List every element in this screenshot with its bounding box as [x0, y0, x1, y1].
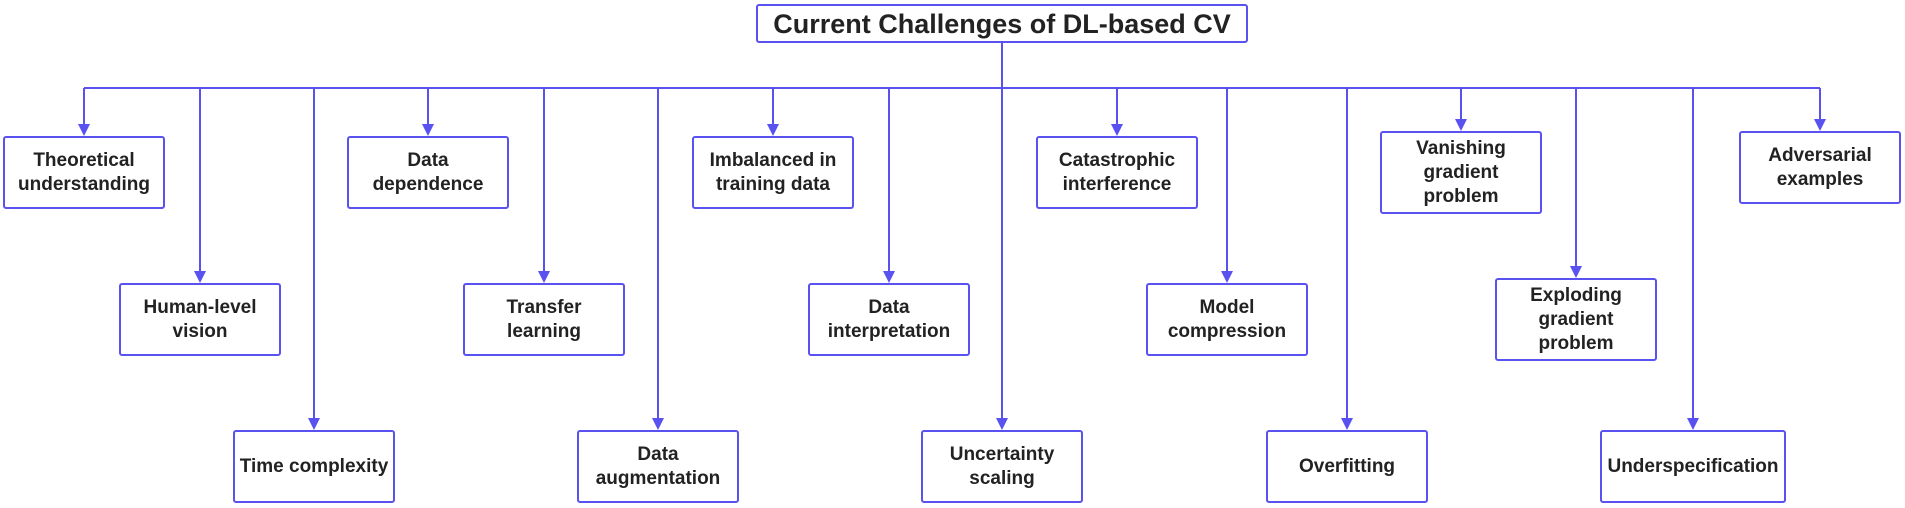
- node-data-augmentation: Data augmentation: [577, 430, 739, 503]
- node-label: Exploding gradient problem: [1530, 284, 1622, 354]
- node-vanishing-gradient-problem: Vanishing gradient problem: [1380, 131, 1542, 214]
- node-model-compression: Model compression: [1146, 283, 1308, 356]
- node-overfitting: Overfitting: [1266, 430, 1428, 503]
- arrowhead-data-augmentation: [652, 418, 664, 430]
- arrowhead-transfer-learning: [538, 271, 550, 283]
- node-time-complexity: Time complexity: [233, 430, 395, 503]
- node-data-interpretation: Data interpretation: [808, 283, 970, 356]
- arrowhead-data-dependence: [422, 124, 434, 136]
- arrowhead-adversarial-examples: [1814, 119, 1826, 131]
- node-label: Data dependence: [372, 149, 484, 195]
- arrowhead-time-complexity: [308, 418, 320, 430]
- node-label: Transfer learning: [506, 296, 582, 342]
- node-label: Data augmentation: [595, 443, 721, 489]
- node-label: Uncertainty scaling: [949, 443, 1055, 489]
- arrowhead-imbalanced-training-data: [767, 124, 779, 136]
- node-catastrophic-interference: Catastrophic interference: [1036, 136, 1198, 209]
- node-uncertainty-scaling: Uncertainty scaling: [921, 430, 1083, 503]
- node-label: Theoretical understanding: [18, 149, 150, 195]
- node-label: Model compression: [1167, 296, 1287, 342]
- node-human-level-vision: Human-level vision: [119, 283, 281, 356]
- root-label: Current Challenges of DL-based CV: [773, 8, 1231, 39]
- arrowhead-vanishing-gradient-problem: [1455, 119, 1467, 131]
- node-label: Data interpretation: [827, 296, 951, 342]
- node-label: Vanishing gradient problem: [1416, 137, 1506, 207]
- node-label: Underspecification: [1607, 455, 1779, 477]
- root-node: Current Challenges of DL-based CV: [756, 4, 1248, 43]
- node-theoretical-understanding: Theoretical understanding: [3, 136, 165, 209]
- node-label: Overfitting: [1298, 455, 1396, 477]
- arrowhead-overfitting: [1341, 418, 1353, 430]
- arrowhead-uncertainty-scaling: [996, 418, 1008, 430]
- arrowhead-human-level-vision: [194, 271, 206, 283]
- arrowhead-theoretical-understanding: [78, 124, 90, 136]
- node-imbalanced-training-data: Imbalanced in training data: [692, 136, 854, 209]
- node-label: Time complexity: [239, 455, 389, 477]
- node-label: Human-level vision: [143, 296, 257, 342]
- node-label: Catastrophic interference: [1058, 149, 1176, 195]
- node-label: Imbalanced in training data: [709, 149, 837, 195]
- node-adversarial-examples: Adversarial examples: [1739, 131, 1901, 204]
- node-transfer-learning: Transfer learning: [463, 283, 625, 356]
- arrowhead-catastrophic-interference: [1111, 124, 1123, 136]
- arrowhead-model-compression: [1221, 271, 1233, 283]
- arrowhead-exploding-gradient-problem: [1570, 266, 1582, 278]
- arrowhead-underspecification: [1687, 418, 1699, 430]
- arrowhead-data-interpretation: [883, 271, 895, 283]
- node-data-dependence: Data dependence: [347, 136, 509, 209]
- node-label: Adversarial examples: [1768, 144, 1872, 190]
- node-underspecification: Underspecification: [1600, 430, 1786, 503]
- node-exploding-gradient-problem: Exploding gradient problem: [1495, 278, 1657, 361]
